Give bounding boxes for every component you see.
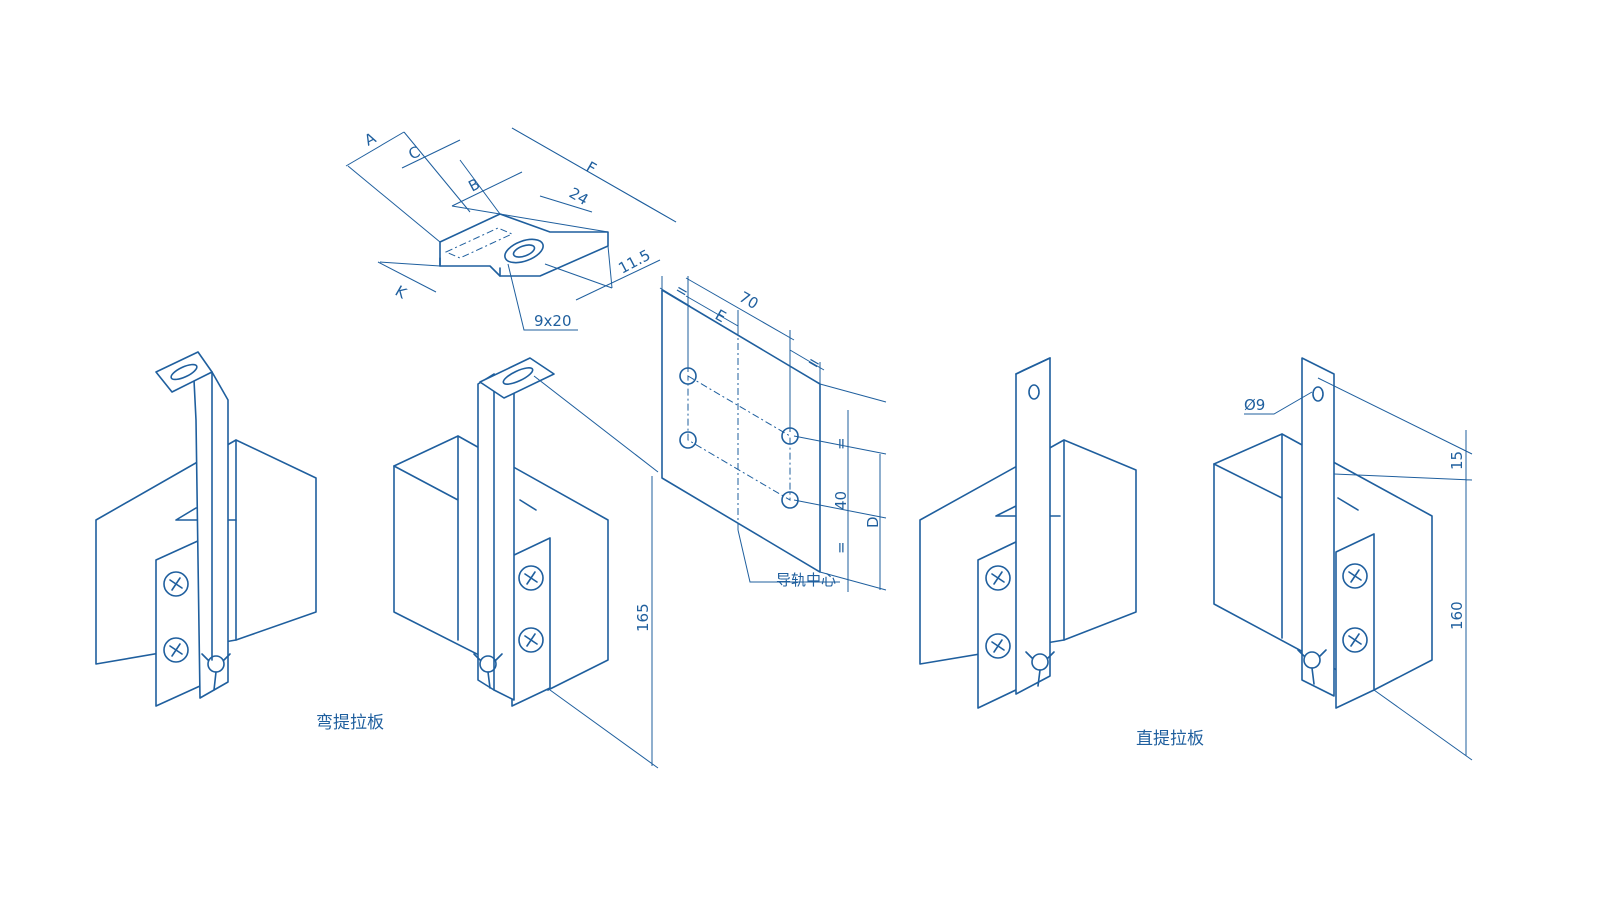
dim-eq-4: =	[832, 541, 850, 554]
dim-e: E	[712, 306, 729, 326]
bent-bracket-view-2: 165	[393, 357, 659, 769]
height-165: 165	[634, 603, 652, 632]
mounting-plate-detail: A C B F 24 11.5 K 9x20	[345, 127, 677, 331]
round-hole-icon	[679, 367, 799, 509]
bent-bracket-view-1	[95, 351, 317, 707]
straight-bracket-view-2: Ø9 15 160	[1213, 357, 1473, 761]
wing-nut-icon	[201, 653, 231, 691]
dim-k: K	[392, 282, 411, 303]
dim-9x20: 9x20	[534, 312, 572, 330]
dim-a: A	[361, 128, 379, 149]
wing-nut-icon	[1297, 649, 1327, 685]
wing-nut-icon	[1025, 651, 1055, 687]
hole-pattern-detail: 70 E = = = 40 = D 导轨中心	[659, 276, 887, 592]
dim-40: 40	[832, 491, 850, 510]
dim-eq-2: =	[804, 352, 824, 374]
straight-caption: 直提拉板	[1136, 729, 1204, 749]
dim-c: C	[405, 143, 423, 164]
dim-eq-3: =	[832, 437, 850, 450]
dim-15: 15	[1448, 451, 1466, 470]
dia-9: Ø9	[1244, 396, 1265, 414]
bent-caption: 弯提拉板	[316, 713, 384, 733]
phillips-screw-icon	[518, 565, 544, 653]
dim-d: D	[864, 516, 882, 528]
phillips-screw-icon	[985, 565, 1011, 659]
wing-nut-icon	[473, 653, 503, 689]
straight-bracket-view-1	[919, 357, 1137, 709]
phillips-screw-icon	[1342, 563, 1368, 653]
height-160: 160	[1448, 601, 1466, 630]
slot-hole-icon	[504, 238, 544, 264]
dim-11-5: 11.5	[615, 246, 653, 278]
rail-center-label: 导轨中心	[776, 571, 836, 589]
phillips-screw-icon	[163, 571, 189, 663]
dim-f: F	[583, 158, 599, 178]
